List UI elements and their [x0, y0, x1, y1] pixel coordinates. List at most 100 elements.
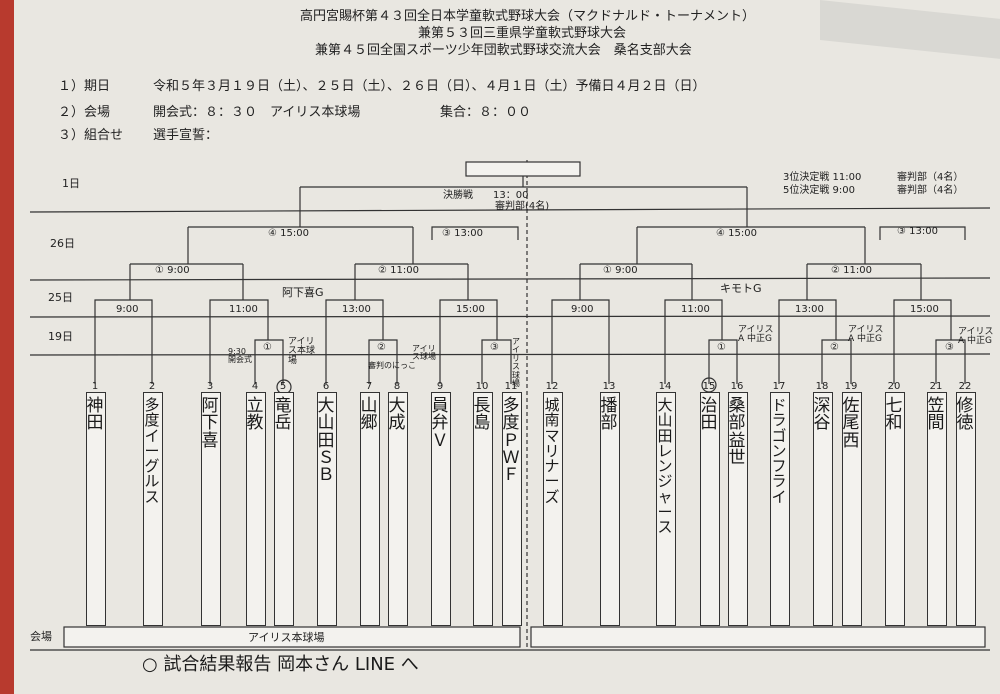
- team-slot-3: [201, 392, 221, 626]
- team-slot-20: [885, 392, 905, 626]
- team-name: 播部: [600, 396, 618, 434]
- r1-time-2: 11:00: [229, 304, 258, 315]
- team-name: 神田: [86, 396, 104, 434]
- gather-value: 集合：８：００: [440, 105, 532, 120]
- note-ageki-g: 阿下喜G: [282, 286, 324, 299]
- team-slot-4: [246, 392, 266, 626]
- title-line-2: 兼第５３回三重県学童軟式野球大会: [418, 26, 627, 41]
- date-value: 令和５年３月１９日（土）、２５日（土）、２６日（日）、４月１日（土）予備日４月２…: [153, 79, 706, 94]
- quarter-left-1: ① 9:00: [155, 265, 190, 276]
- team-name: 員弁Ｖ: [431, 396, 449, 451]
- team-slot-8: [388, 392, 408, 626]
- binder-edge: [0, 0, 14, 694]
- day-label-26: 26日: [50, 237, 75, 250]
- note-iris-3: アイリス球場: [512, 337, 520, 388]
- title-line-1: 高円宮賜杯第４３回全日本学童軟式野球大会（マクドナルド・トーナメント）: [300, 9, 756, 24]
- final-referee: 審判部(4名): [495, 201, 550, 212]
- team-number: 8: [393, 381, 401, 392]
- team-slot-13: [600, 392, 620, 626]
- third-right-label: ③ 13:00: [897, 226, 938, 237]
- team-number: 19: [844, 381, 858, 392]
- team-name: 竜岳: [274, 396, 292, 434]
- r1-time-6: 11:00: [681, 304, 710, 315]
- team-number: 17: [772, 381, 786, 392]
- team-number: 22: [958, 381, 972, 392]
- team-slot-6: [317, 392, 337, 626]
- final-time: 13：00: [493, 190, 529, 201]
- team-number: 11: [504, 381, 518, 392]
- venue-left: アイリス本球場: [248, 631, 325, 644]
- team-number: 10: [475, 381, 489, 392]
- date-label: １）期日: [58, 79, 111, 94]
- team-slot-9: [431, 392, 451, 626]
- team-name: 七和: [885, 396, 903, 434]
- title-line-3: 兼第４５回全国スポーツ少年団軟式野球交流大会 桑名支部大会: [315, 43, 692, 58]
- team-slot-17: [770, 392, 790, 626]
- team-number: 16: [730, 381, 744, 392]
- quarter-right-1: ① 9:00: [603, 265, 638, 276]
- sub-match-3-right: ③: [945, 342, 954, 353]
- day-label-19: 19日: [48, 330, 73, 343]
- team-name: 大山田ＳＢ: [317, 396, 335, 486]
- sub-match-2-right: ②: [830, 342, 839, 353]
- team-slot-19: [842, 392, 862, 626]
- team-name: 佐尾西: [842, 396, 860, 451]
- team-number: 20: [887, 381, 901, 392]
- venue-value: 開会式：８：３０ アイリス本球場: [153, 105, 361, 120]
- fifth-place-referee: 審判部（4名）: [897, 185, 964, 196]
- final-label: 決勝戦: [443, 190, 473, 201]
- combo-value: 選手宣誓：: [153, 128, 219, 143]
- team-name: 深谷: [813, 396, 831, 434]
- semi-right-label: ④ 15:00: [716, 228, 757, 239]
- note-iris-2: アイリス球場: [412, 344, 436, 362]
- r1-time-7: 13:00: [795, 304, 824, 315]
- note-referee: 審判のにっこ: [368, 361, 416, 370]
- third-left-label: ③ 13:00: [442, 228, 483, 239]
- team-slot-21: [927, 392, 947, 626]
- day-label-1: 1日: [62, 177, 80, 190]
- team-slot-2: [143, 392, 163, 626]
- team-slot-16: [728, 392, 748, 626]
- r1-time-4: 15:00: [456, 304, 485, 315]
- combo-label: ３）組合せ: [58, 128, 124, 143]
- team-name: 山郷: [360, 396, 378, 434]
- team-number: 4: [251, 381, 259, 392]
- team-name: 立教: [246, 396, 264, 434]
- team-slot-18: [813, 392, 833, 626]
- team-name: 多度ＰＷＦ: [502, 396, 520, 486]
- team-slot-11: [502, 392, 522, 626]
- team-slot-5: [274, 392, 294, 626]
- quarter-right-2: ② 11:00: [831, 265, 872, 276]
- third-place-time: 3位決定戦 11:00: [783, 172, 862, 183]
- team-name: 大山田レンジャース: [657, 396, 673, 537]
- team-name: ドラゴンフライ: [771, 396, 787, 506]
- note-kimoto-g: キモトG: [720, 282, 762, 295]
- sub-match-1-left: ①: [263, 342, 272, 353]
- team-number: 14: [658, 381, 672, 392]
- venue-row-label: 会場: [30, 630, 52, 643]
- sub-match-3-left: ③: [490, 342, 499, 353]
- note-iris-a-3: アイリスA 中正G: [958, 327, 994, 347]
- team-number: 15: [702, 381, 716, 392]
- note-iris-a-1: アイリスA 中正G: [738, 325, 774, 345]
- team-name: 多度イーグルス: [144, 396, 160, 506]
- team-number: 18: [815, 381, 829, 392]
- venue-label: ２）会場: [58, 105, 111, 120]
- r1-time-1: 9:00: [116, 304, 139, 315]
- third-place-referee: 審判部（4名）: [897, 172, 964, 183]
- footer-handwritten-note: ○ 試合結果報告 岡本さん LINE へ: [142, 654, 419, 675]
- team-number: 3: [206, 381, 214, 392]
- team-number: 1: [91, 381, 99, 392]
- team-name: 笠間: [927, 396, 945, 434]
- team-slot-7: [360, 392, 380, 626]
- note-iris-1: アイリス本球場: [288, 337, 316, 366]
- semi-left-label: ④ 15:00: [268, 228, 309, 239]
- team-number: 5: [279, 381, 287, 392]
- r1-time-5: 9:00: [571, 304, 594, 315]
- team-slot-14: [656, 392, 676, 626]
- team-slot-10: [473, 392, 493, 626]
- team-number: 7: [365, 381, 373, 392]
- team-slot-15: [700, 392, 720, 626]
- team-name: 治田: [700, 396, 718, 434]
